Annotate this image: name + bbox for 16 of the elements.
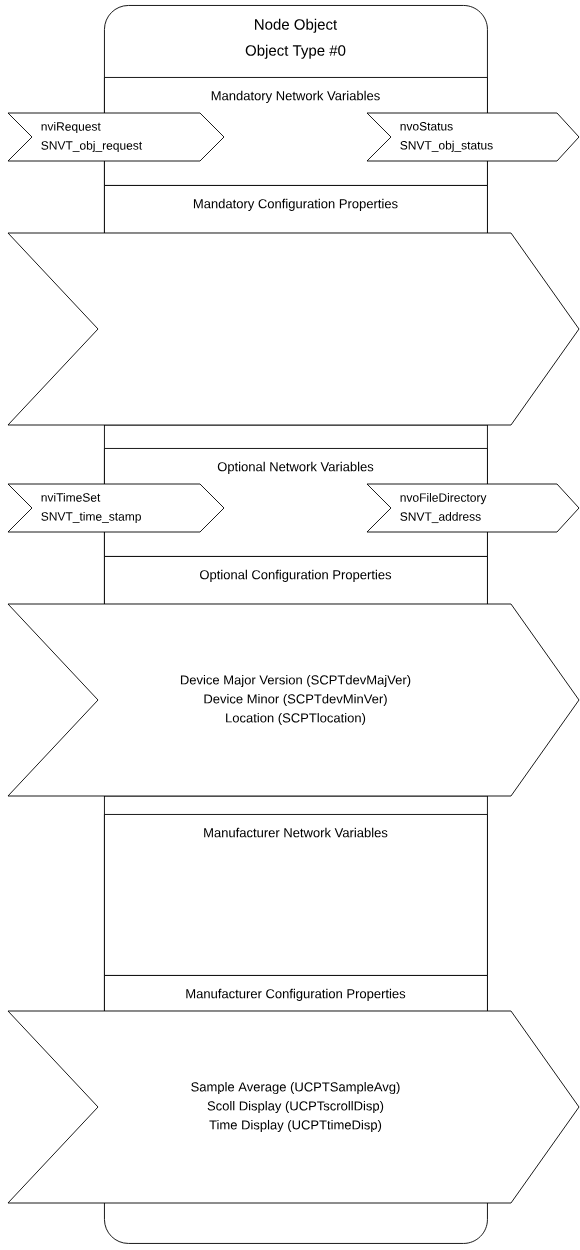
node-label: Sample Average (UCPTSampleAvg) xyxy=(191,1081,400,1095)
node-label: Device Major Version (SCPTdevMajVer) xyxy=(180,674,411,688)
signal-tag: nviTimeSet SNVT_time_stamp xyxy=(7,483,225,533)
signal-tag: nvoFileDirectory SNVT_address xyxy=(366,483,580,533)
node-label: Scoll Display (UCPTscrollDisp) xyxy=(207,1100,384,1114)
node-label: nvoFileDirectory xyxy=(400,492,487,505)
section-band: Mandatory Configuration Properties xyxy=(104,185,488,234)
node-label: Time Display (UCPTtimeDisp) xyxy=(209,1119,382,1133)
node-label: SNVT_address xyxy=(400,511,481,524)
node-label: nvoStatus xyxy=(400,122,453,131)
signal-tag: nviRequest SNVT_obj_request xyxy=(7,112,225,162)
section-band: Optional Configuration Properties xyxy=(104,556,488,605)
signal-tag: nvoStatus SNVT_obj_status xyxy=(366,112,580,162)
section-band: Manufacturer Configuration Properties xyxy=(104,975,488,1012)
node-label: Device Minor (SCPTdevMinVer) xyxy=(204,693,387,707)
node-label: Location (SCPTlocation) xyxy=(226,712,366,726)
